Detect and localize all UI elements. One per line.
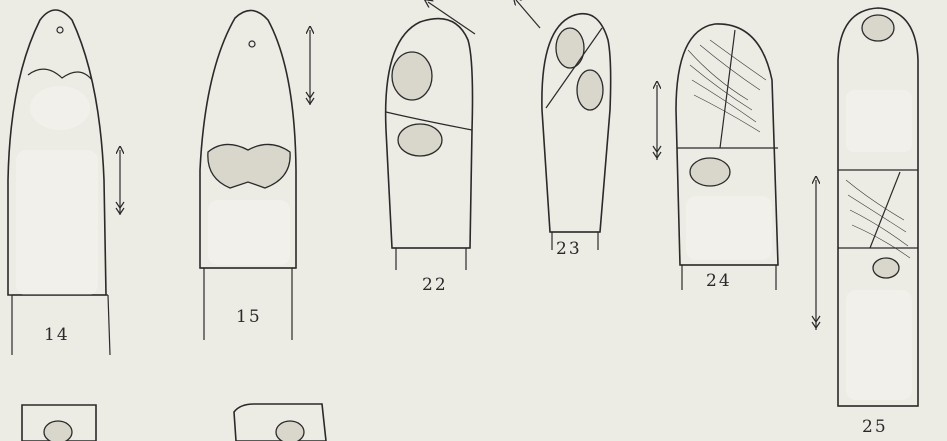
figure-label: 23 <box>556 239 582 259</box>
nucleus <box>276 421 304 441</box>
figure-label: 22 <box>422 275 448 295</box>
vacuole <box>208 200 290 265</box>
partial-cell-right <box>234 404 326 441</box>
nucleus <box>556 28 584 68</box>
figure-label: 25 <box>862 417 888 437</box>
nucleus <box>862 15 894 41</box>
nucleus <box>690 158 730 186</box>
vacuole <box>686 196 772 260</box>
cell-wall <box>108 295 110 355</box>
nucleus <box>873 258 899 278</box>
figure-label: 15 <box>236 307 262 327</box>
oblique-cell-wall <box>720 30 735 148</box>
vacuole <box>846 90 912 152</box>
nucleus <box>208 144 290 188</box>
figure-label: 14 <box>44 325 70 345</box>
spindle-fibers <box>688 40 766 132</box>
nucleolus <box>57 27 63 33</box>
growth-arrow <box>516 0 540 28</box>
spindle-fibers <box>846 180 910 258</box>
figure-label: 24 <box>706 271 732 291</box>
figure-25: 25 <box>812 8 918 437</box>
partial-cell-left <box>22 405 96 441</box>
figure-23: 23 <box>516 0 611 259</box>
upper-cell-wall <box>28 69 92 80</box>
nucleolus <box>249 41 255 47</box>
figure-15: 15 <box>200 10 314 340</box>
vacuole <box>30 86 90 130</box>
figure-24: 24 <box>653 24 778 291</box>
nucleus <box>44 421 72 441</box>
nucleus <box>577 70 603 110</box>
nucleus <box>392 52 432 100</box>
figure-14: 14 <box>8 10 124 355</box>
nucleus <box>398 124 442 156</box>
vacuole <box>16 150 98 295</box>
figure-22: 22 <box>386 2 475 295</box>
vacuole <box>846 290 912 400</box>
oblique-cell-wall <box>870 172 900 248</box>
